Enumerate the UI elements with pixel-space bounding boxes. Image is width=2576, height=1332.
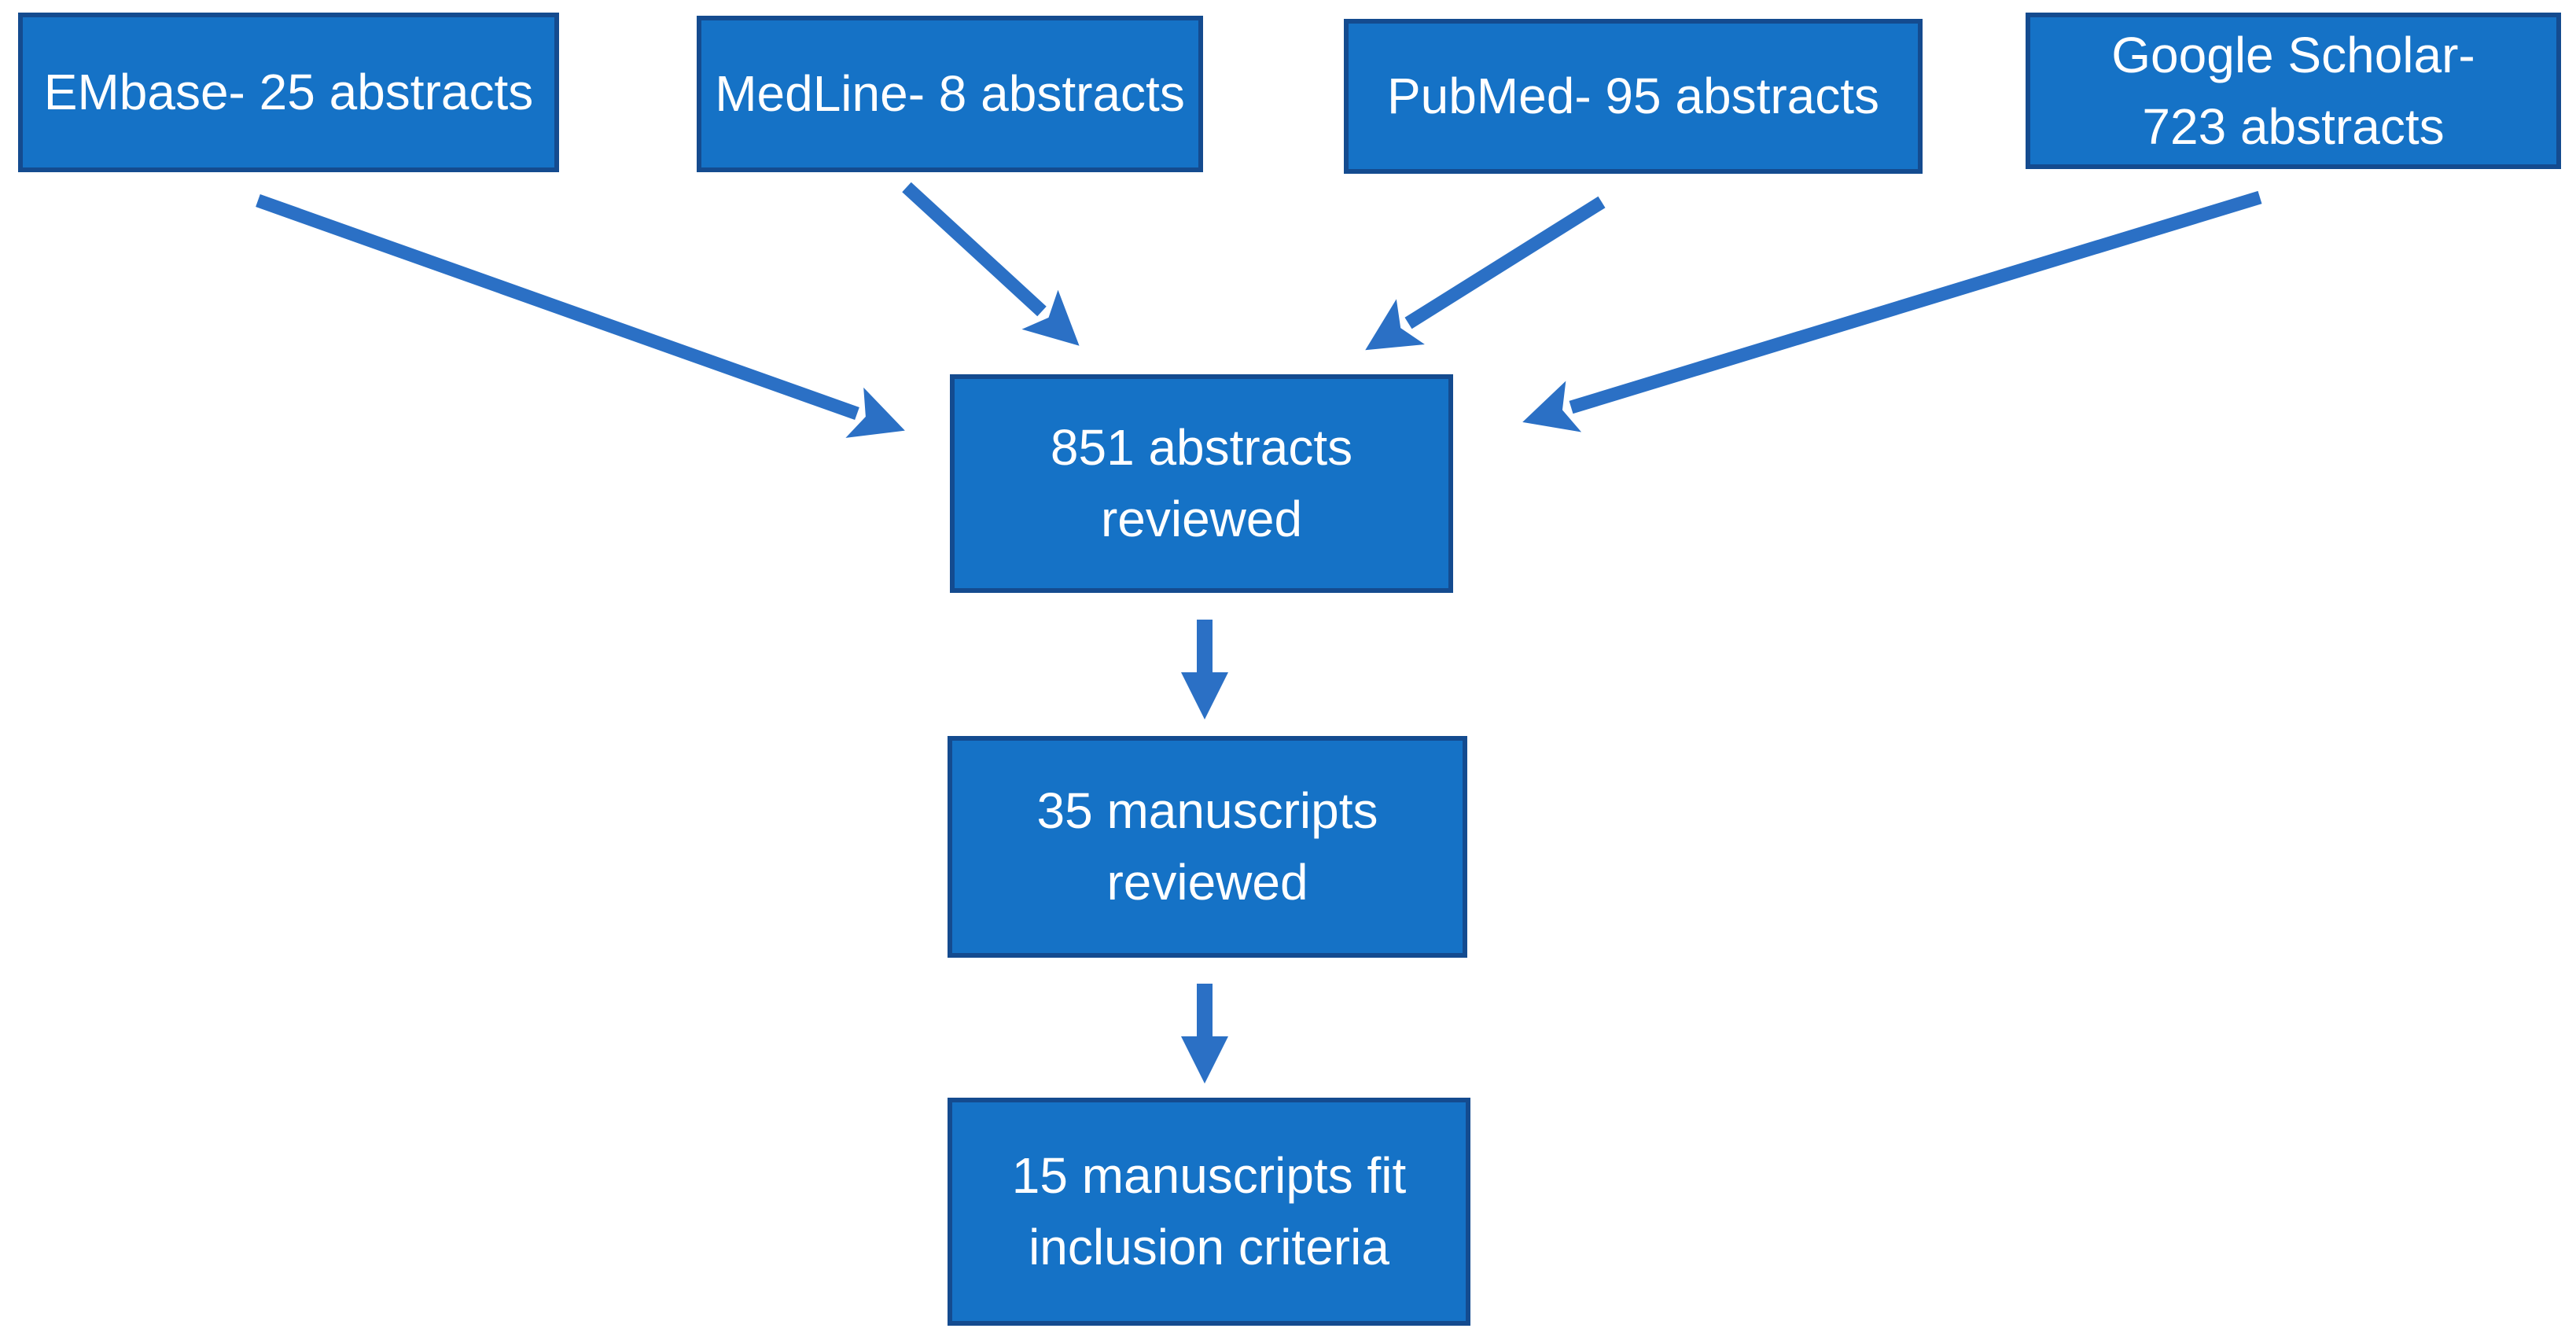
box-embase: EMbase- 25 abstracts [18,13,559,172]
box-pubmed: PubMed- 95 abstracts [1344,19,1923,174]
arrow-embase-to-abstracts [256,193,905,438]
arrow-medline-to-abstracts [902,182,1080,346]
box-medline-label: MedLine- 8 abstracts [715,65,1185,123]
box-manuscripts-reviewed-label: 35 manuscripts reviewed [1036,782,1378,911]
box-abstracts-reviewed-label: 851 abstracts reviewed [1050,419,1353,547]
arrow-pubmed-to-abstracts [1365,196,1606,351]
box-inclusion-criteria: 15 manuscripts fit inclusion criteria [948,1098,1470,1326]
box-inclusion-criteria-label: 15 manuscripts fit inclusion criteria [1011,1147,1407,1275]
box-google-scholar: Google Scholar- 723 abstracts [2026,13,2561,169]
box-manuscripts-reviewed: 35 manuscripts reviewed [948,736,1467,958]
box-abstracts-reviewed: 851 abstracts reviewed [950,374,1453,593]
box-medline: MedLine- 8 abstracts [697,16,1203,172]
box-google-scholar-label: Google Scholar- 723 abstracts [2111,26,2475,155]
box-embase-label: EMbase- 25 abstracts [43,64,534,121]
box-pubmed-label: PubMed- 95 abstracts [1386,68,1880,125]
arrow-google-scholar-to-abstracts [1522,190,2262,432]
